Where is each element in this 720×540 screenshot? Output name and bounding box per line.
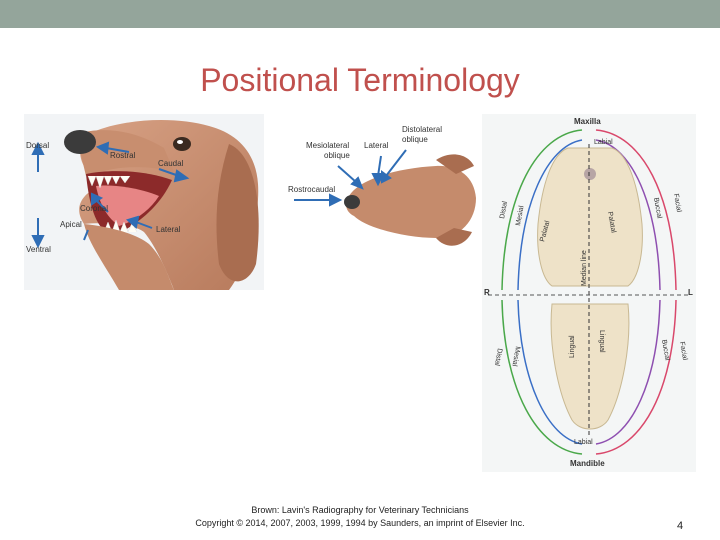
label-buccal-top: Buccal <box>652 197 663 219</box>
slide-title: Positional Terminology <box>200 62 520 98</box>
dental-arch-diagram: Maxilla Mandible R L Labial Labial Dista… <box>482 114 696 472</box>
label-buccal-bottom: Buccal <box>660 339 671 361</box>
dog-top-view-illustration: Mesiolateral oblique Lateral Distolatera… <box>288 125 476 246</box>
slide-top-bar <box>0 0 720 28</box>
label-rostral: Rostral <box>110 151 136 160</box>
footer-copyright: Copyright © 2014, 2007, 2003, 1999, 1994… <box>195 518 525 528</box>
label-median-line: Median line <box>581 250 588 286</box>
label-distolateral-oblique-1: Distolateral <box>402 125 442 134</box>
label-maxilla: Maxilla <box>574 117 601 126</box>
label-caudal: Caudal <box>158 159 184 168</box>
label-dorsal: Dorsal <box>26 141 49 150</box>
label-lateral: Lateral <box>156 225 181 234</box>
label-left: L <box>688 288 693 297</box>
label-facial-top: Facial <box>672 193 682 213</box>
page-number: 4 <box>677 520 684 532</box>
label-palatal-right: Palatal <box>606 211 617 234</box>
label-apical: Apical <box>60 220 82 229</box>
footer-source: Brown: Lavin's Radiography for Veterinar… <box>251 505 469 515</box>
label-lateral-top: Lateral <box>364 141 389 150</box>
label-lingual-right: Lingual <box>598 330 605 353</box>
label-facial-bottom: Facial <box>678 341 688 361</box>
label-mesiolateral-oblique-2: oblique <box>324 151 350 160</box>
label-labial-bottom: Labial <box>574 439 593 446</box>
label-mesiolateral-oblique-1: Mesiolateral <box>306 141 349 150</box>
label-mandible: Mandible <box>570 459 605 468</box>
label-labial-top: Labial <box>594 139 613 146</box>
dog-head-lateral-illustration: Dorsal Ventral Rostral Caudal Coronal Ap… <box>24 114 264 290</box>
label-distolateral-oblique-2: oblique <box>402 135 428 144</box>
label-right: R <box>484 288 490 297</box>
label-mesial-bottom: Mesial <box>510 346 520 368</box>
label-mesial-top: Mesial <box>515 205 525 227</box>
label-distal-bottom: Distal <box>493 348 503 367</box>
label-coronal: Coronal <box>80 204 108 213</box>
label-ventral: Ventral <box>26 245 51 254</box>
label-distal-top: Distal <box>499 200 509 219</box>
label-rostrocaudal: Rostrocaudal <box>288 185 335 194</box>
label-lingual-left: Lingual <box>569 335 576 358</box>
slide-footer: Brown: Lavin's Radiography for Veterinar… <box>150 504 570 530</box>
